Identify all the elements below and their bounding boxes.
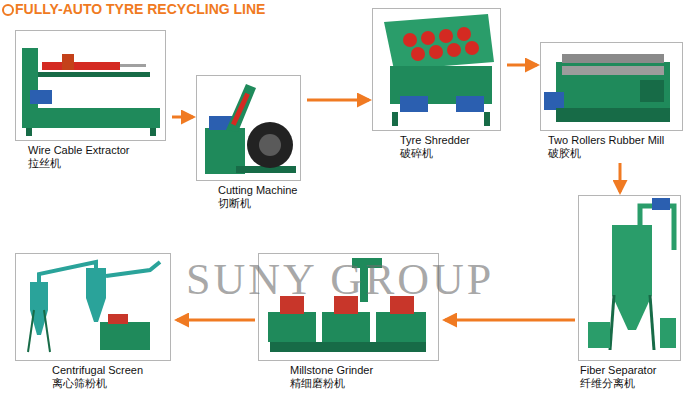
grinder-base [322,312,370,342]
machine-bed [22,108,160,128]
photo-frame [373,9,501,131]
cyclone [30,282,48,310]
flow-arrow [445,319,575,322]
cyclone-cone [86,298,106,322]
fan-unit [588,322,610,348]
machine-name: Tyre Shredder [400,134,504,147]
title-bullet [3,5,13,15]
hydraulic-cylinder [231,93,250,126]
motor [456,96,484,112]
feed-hopper [384,14,494,70]
machine-box: Fiber Separator纤维分离机 [578,195,684,390]
collector [660,318,676,348]
cutter-disc [447,43,461,57]
photo-frame [197,76,301,181]
machine-name-cn: 破胶机 [548,147,686,160]
machine-box: Wire Cable Extractor拉丝机 [15,30,169,170]
support-leg [650,295,654,350]
piston-rod [120,64,146,67]
photo-frame [579,196,681,361]
flow-arrow [507,64,537,67]
tyre-rim [259,134,281,156]
machine-leg [392,112,398,126]
machine-name: Centrifugal Screen [52,364,174,377]
machine-name-cn: 纤维分离机 [580,377,684,390]
machine-name-cn: 拉丝机 [28,157,169,170]
machine-leg [150,128,156,136]
motor [30,90,52,104]
cutter-disc [457,27,471,41]
machine-box: Cutting Machine切断机 [196,75,304,210]
motor [652,198,670,210]
photo-frame [541,43,683,131]
screen-body [100,322,150,350]
flow-arrow [177,319,255,322]
machine-box: Two Rollers Rubber Mill破胶机 [540,42,686,160]
machine-box: Millstone Grinder精细磨粉机 [258,253,442,390]
diagram-title: FULLY-AUTO TYRE RECYCLING LINE [15,1,265,18]
separator-cone [612,295,652,330]
support-leg [44,310,50,352]
flow-arrow [619,163,622,192]
flow-arrow [172,116,193,119]
machine-leg [26,128,32,136]
cutter-disc [421,31,435,45]
support-leg [610,295,614,350]
machine-box: Centrifugal Screen离心筛粉机 [15,253,174,390]
cutter-arm [226,84,256,132]
flow-arrow [307,99,369,102]
cutter-disc [411,47,425,61]
machine-leg [484,112,490,126]
cutter-disc [429,45,443,59]
machine-rail [38,72,150,77]
cutter-disc [439,29,453,43]
gear-box [640,80,664,102]
tyre [247,122,293,168]
machine-name: Cutting Machine [218,184,304,197]
handle-block [62,54,74,70]
air-pipe [640,206,674,250]
cyclone [86,268,106,298]
cutter-disc [465,41,479,55]
mill-body [556,62,670,108]
machine-name-cn: 破碎机 [400,147,504,160]
cutter-disc [403,33,417,47]
roller [562,54,664,63]
machine-name-cn: 离心筛粉机 [52,377,174,390]
photo-frame [16,254,171,361]
separator-cylinder [612,225,652,295]
screen-drum [108,314,128,324]
mill-base [556,108,670,122]
machine-name-cn: 切断机 [218,197,304,210]
air-pipe [39,262,160,282]
grinder-base [268,312,316,342]
machine-name: Millstone Grinder [290,364,442,377]
machine-frame [270,342,426,352]
motor [400,96,428,112]
roller [562,66,664,75]
machine-box: Tyre Shredder破碎机 [372,8,504,160]
support-leg [28,310,34,352]
photo-frame [16,31,166,141]
grinder-base [376,312,426,342]
machine-name-cn: 精细磨粉机 [290,377,442,390]
watermark: SUNY GROUP [186,255,494,305]
machine-name: Wire Cable Extractor [28,144,169,157]
machine-name: Two Rollers Rubber Mill [548,134,686,147]
machine-name: Fiber Separator [580,364,684,377]
motor [544,92,564,110]
hydraulic-cylinder [42,62,120,70]
